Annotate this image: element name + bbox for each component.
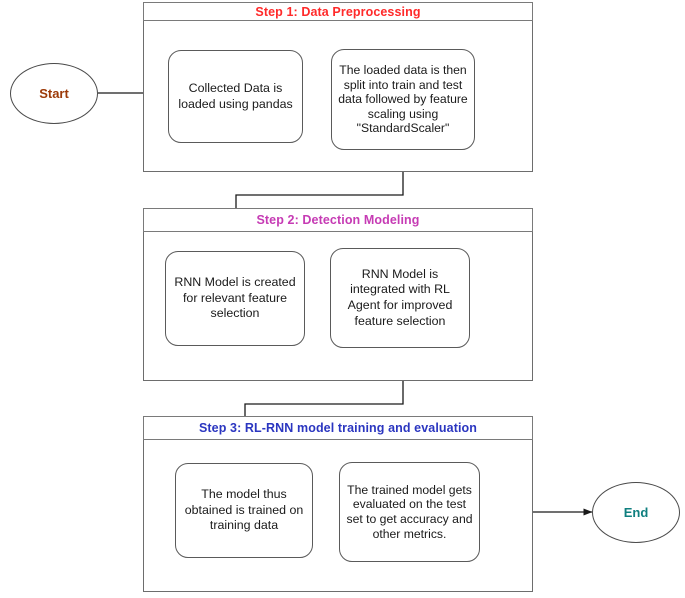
step2-header: Step 2: Detection Modeling <box>143 208 533 232</box>
step2-box-rnn-created-text: RNN Model is created for relevant featur… <box>174 275 296 321</box>
step3-box-model-trained-text: The model thus obtained is trained on tr… <box>184 487 304 533</box>
step2-box-rnn-rl-integrated-text: RNN Model is integrated with RL Agent fo… <box>347 266 453 328</box>
step1-box-collected-data: Collected Data is loaded using pandas <box>168 50 303 143</box>
step3-box-model-trained: The model thus obtained is trained on tr… <box>175 463 313 558</box>
start-terminator: Start <box>10 63 98 124</box>
end-terminator: End <box>592 482 680 543</box>
step1-header: Step 1: Data Preprocessing <box>143 2 533 21</box>
step3-box-model-evaluated-text: The trained model gets evaluated on the … <box>346 482 473 541</box>
step3-box-model-evaluated: The trained model gets evaluated on the … <box>339 462 480 562</box>
step1-box-split-scale-text: The loaded data is then split into train… <box>338 62 468 136</box>
step3-header: Step 3: RL-RNN model training and evalua… <box>143 416 533 440</box>
step1-box-split-scale: The loaded data is then split into train… <box>331 49 475 150</box>
step1-box-collected-data-text: Collected Data is loaded using pandas <box>178 80 293 111</box>
step2-box-rnn-created: RNN Model is created for relevant featur… <box>165 251 305 346</box>
step2-box-rnn-rl-integrated: RNN Model is integrated with RL Agent fo… <box>330 248 470 348</box>
